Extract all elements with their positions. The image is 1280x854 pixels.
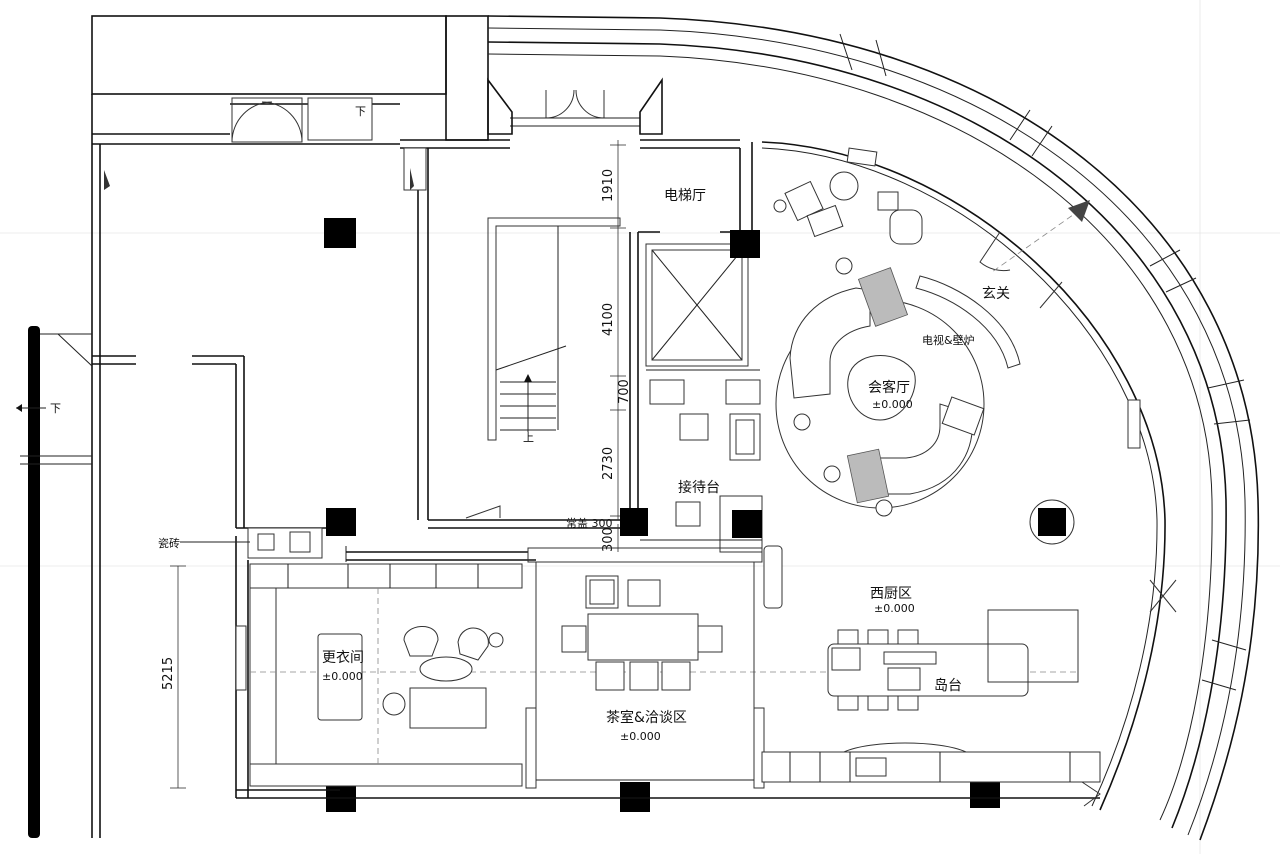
western-kitchen (761, 609, 1101, 807)
tv-fireplace-label: 电视&壁炉 (922, 333, 975, 347)
column (1038, 508, 1066, 536)
elevator-hall (629, 139, 760, 518)
column (730, 230, 760, 258)
lounge-furniture (773, 171, 1021, 517)
lower-left-room (180, 527, 1100, 799)
wall-mark (104, 170, 110, 190)
tea-room-level: ±0.000 (620, 730, 661, 743)
dim-1910: 1910 (601, 169, 616, 202)
upper-cabinets (249, 563, 523, 589)
column (620, 782, 650, 812)
staircase (428, 217, 630, 529)
top-double-door[interactable] (487, 77, 663, 135)
lounge-level: ±0.000 (872, 398, 913, 411)
western-kitchen-label: 西厨区 (870, 586, 912, 602)
column (732, 510, 762, 538)
lounge-label: 会客厅 (868, 379, 910, 396)
curved-exterior-wall (487, 15, 1260, 841)
column (326, 508, 356, 536)
small-note: 常盖 300 (566, 516, 613, 530)
structural-columns (324, 218, 1075, 812)
dressing-room-level: ±0.000 (322, 670, 363, 683)
western-kitchen-level: ±0.000 (874, 602, 915, 615)
column (326, 782, 356, 812)
column (620, 508, 648, 536)
left-railing (16, 326, 93, 838)
entrance-door[interactable] (979, 200, 1090, 309)
dim-5215: 5215 (161, 657, 176, 690)
inner-glazing (761, 141, 1177, 811)
left-room-walls (92, 147, 429, 529)
reception-desk-label: 接待台 (678, 479, 720, 496)
dressing-room-label: 更衣间 (322, 650, 364, 666)
down-label-top: 下 (355, 105, 366, 118)
dimension-lines (170, 140, 626, 789)
down-label-left: 下 (50, 402, 61, 415)
column (970, 778, 1000, 808)
column (324, 218, 356, 248)
island-label: 岛台 (934, 678, 962, 694)
tea-room-label: 茶室&洽谈区 (606, 709, 687, 726)
dim-4100: 4100 (601, 303, 616, 336)
tile-label: 瓷砖 (158, 536, 180, 550)
tea-room (525, 545, 783, 789)
entrance-label: 玄关 (982, 285, 1010, 302)
dim-2730: 2730 (601, 447, 616, 480)
up-stair-label: 上 (523, 431, 534, 444)
dim-300: 300 (601, 527, 616, 552)
wall-mark (410, 168, 414, 190)
elevator-hall-label: 电梯厅 (664, 188, 706, 204)
outer-walls (91, 15, 510, 838)
dim-700: 700 (617, 379, 632, 404)
